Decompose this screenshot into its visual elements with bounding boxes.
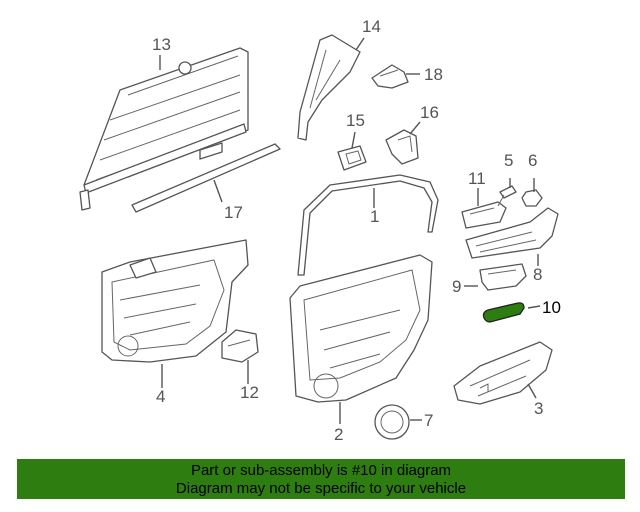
callout-9: 9 <box>452 277 461 296</box>
callout-6: 6 <box>528 151 537 170</box>
part-7-speaker-grille <box>374 404 410 440</box>
callout-13: 13 <box>152 35 171 54</box>
leader-lines <box>159 37 541 424</box>
part-17-trim-strip <box>131 143 281 213</box>
part-15-bracket <box>337 145 367 171</box>
part-10-trim-insert <box>482 302 525 323</box>
part-11-switch <box>461 201 507 229</box>
info-banner: Part or sub-assembly is #10 in diagram D… <box>17 459 625 499</box>
part-9-pull-cup <box>479 263 527 291</box>
part-6-nut <box>521 189 543 207</box>
callout-8: 8 <box>533 265 542 284</box>
callout-14: 14 <box>362 17 381 36</box>
callout-4: 4 <box>156 387 165 406</box>
callout-11: 11 <box>468 169 486 188</box>
part-18-clip <box>371 64 409 89</box>
exploded-parts-diagram: 13 14 18 15 16 17 1 11 5 6 8 9 10 3 4 12… <box>79 17 561 444</box>
callout-18: 18 <box>424 65 443 84</box>
part-13-sunshade <box>79 47 249 211</box>
part-16-bracket <box>385 129 419 165</box>
part-12-switch <box>221 329 259 363</box>
part-1-weatherstrip <box>297 174 439 276</box>
part-2-door-panel <box>289 254 433 403</box>
callout-15: 15 <box>346 111 365 130</box>
callout-12: 12 <box>240 383 259 402</box>
part-8-armrest <box>465 207 559 259</box>
banner-line-2: Diagram may not be specific to your vehi… <box>175 480 467 497</box>
callout-7: 7 <box>424 411 433 430</box>
callout-10: 10 <box>542 298 561 317</box>
part-5-screw <box>497 185 517 207</box>
part-14-quarter-trim <box>297 34 361 141</box>
callout-2: 2 <box>334 425 343 444</box>
callout-16: 16 <box>420 103 439 122</box>
callout-17: 17 <box>224 203 243 222</box>
callout-5: 5 <box>504 151 513 170</box>
callout-3: 3 <box>534 399 543 418</box>
banner-line-1: Part or sub-assembly is #10 in diagram <box>190 462 452 479</box>
part-3-upper-trim <box>453 341 553 405</box>
part-4-door-panel <box>101 239 249 363</box>
callout-1: 1 <box>370 207 379 226</box>
